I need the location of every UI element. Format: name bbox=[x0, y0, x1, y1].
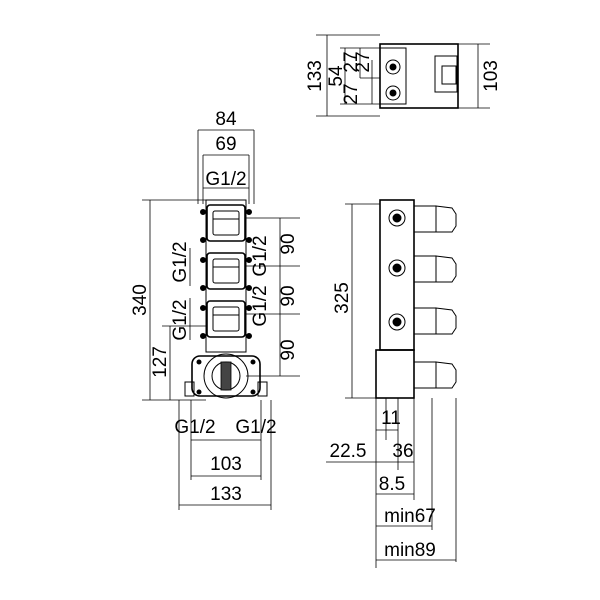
side-handle-diverter bbox=[413, 361, 457, 389]
top-port-lower bbox=[385, 85, 401, 101]
dim-front-340: 340 bbox=[130, 284, 151, 316]
top-view-body bbox=[379, 43, 459, 109]
dim-front-69: 69 bbox=[215, 134, 236, 155]
dim-top-27-c: 27 bbox=[353, 51, 374, 72]
dim-top-103: 103 bbox=[481, 60, 502, 92]
side-handle-lower bbox=[413, 307, 457, 335]
front-rail bbox=[205, 199, 247, 353]
side-body-lower bbox=[375, 349, 415, 399]
dim-side-36: 36 bbox=[392, 441, 413, 462]
thread-bottom-right: G1/2 bbox=[235, 417, 276, 438]
dim-front-133: 133 bbox=[210, 484, 242, 505]
dim-front-90-a: 90 bbox=[278, 233, 299, 254]
thread-top: G1/2 bbox=[205, 169, 246, 190]
dim-top-54: 54 bbox=[326, 65, 347, 87]
side-handle-upper bbox=[413, 205, 457, 233]
thread-right-upper: G1/2 bbox=[250, 235, 271, 276]
side-view: 325 11 22.5 36 8.5 min67 min89 bbox=[326, 199, 457, 568]
mounting-tabs bbox=[200, 209, 252, 339]
dim-front-127: 127 bbox=[150, 346, 171, 378]
top-view-flange bbox=[379, 47, 407, 105]
thread-left-middle: G1/2 bbox=[170, 299, 191, 340]
dim-side-22-5: 22.5 bbox=[330, 441, 367, 462]
top-port-lower-inner bbox=[389, 89, 397, 97]
dim-side-8-5: 8.5 bbox=[379, 474, 405, 495]
side-handle-middle bbox=[413, 255, 457, 283]
thread-right-middle: G1/2 bbox=[250, 285, 271, 326]
top-view-handle bbox=[441, 65, 457, 85]
front-view: 84 69 G1/2 340 127 G1/2 G1/2 G1/2 G1/2 9… bbox=[130, 109, 300, 510]
dim-front-84: 84 bbox=[215, 109, 237, 130]
dim-front-90-c: 90 bbox=[278, 339, 299, 360]
dim-top-27-b: 27 bbox=[341, 83, 362, 104]
cartridge-upper bbox=[206, 204, 246, 242]
dim-top-133: 133 bbox=[305, 60, 326, 92]
top-view-cartridge bbox=[434, 55, 458, 93]
dim-side-325: 325 bbox=[332, 282, 353, 314]
cartridge-lower bbox=[206, 300, 246, 338]
dim-side-min67: min67 bbox=[384, 506, 436, 527]
thread-left-upper: G1/2 bbox=[170, 241, 191, 282]
dim-front-90-b: 90 bbox=[278, 285, 299, 306]
dim-top-27-a: 27 bbox=[341, 51, 362, 72]
dim-side-min89: min89 bbox=[384, 540, 436, 561]
top-port-upper bbox=[385, 59, 401, 75]
cartridge-middle bbox=[206, 252, 246, 290]
dim-side-11: 11 bbox=[381, 408, 401, 429]
top-view: 133 54 27 27 27 103 bbox=[305, 34, 502, 117]
dim-front-103: 103 bbox=[210, 454, 242, 475]
thread-bottom-left: G1/2 bbox=[174, 417, 215, 438]
top-port-upper-inner bbox=[389, 63, 397, 71]
